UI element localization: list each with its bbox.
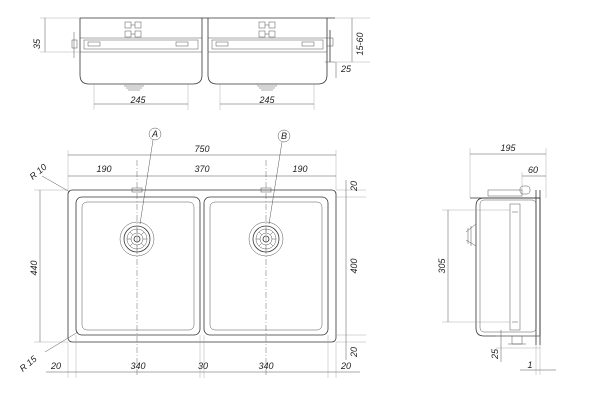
dim-340-right: 340 [258, 361, 273, 371]
left-bowl [75, 196, 201, 336]
plan-view: A B 750 190 370 190 440 R 10 R 15 400 20… [18, 127, 366, 378]
dim-20-bl: 20 [50, 361, 61, 371]
top-view: 35 15-60 25 245 245 [32, 17, 370, 110]
left-strainer-icon [123, 83, 145, 91]
dim-190-left: 190 [96, 164, 111, 174]
callout-b: B [281, 131, 287, 141]
dim-30: 30 [198, 361, 208, 371]
mounting-clamp-icon [325, 30, 335, 63]
dim-25-top: 25 [340, 64, 352, 74]
dim-r10: R 10 [28, 162, 49, 182]
callout-a: A [151, 129, 158, 139]
side-drain-icon [465, 223, 477, 247]
dim-440: 440 [29, 260, 39, 275]
side-tap-icon [487, 185, 531, 197]
right-strainer-icon [256, 83, 278, 91]
dim-r15: R 15 [18, 353, 40, 374]
dim-25-side: 25 [490, 348, 500, 360]
dim-195: 195 [500, 143, 516, 153]
dim-20-br: 20 [340, 361, 351, 371]
left-drain-valve-icon [124, 21, 142, 38]
dim-340-left: 340 [130, 361, 145, 371]
sink-outer-rim [67, 189, 337, 343]
dim-400: 400 [349, 258, 359, 273]
dim-20-top: 20 [349, 181, 359, 192]
side-view: 195 60 305 25 1 [437, 143, 556, 375]
right-drain-valve-icon [258, 21, 276, 38]
dim-245-left: 245 [129, 95, 146, 105]
dim-370: 370 [194, 164, 209, 174]
dim-15-60: 15-60 [355, 32, 365, 55]
dim-20-bottom: 20 [349, 347, 359, 358]
dim-60: 60 [528, 165, 538, 175]
side-body [475, 197, 541, 337]
side-waste-icon [508, 335, 526, 345]
dim-245-right: 245 [258, 95, 275, 105]
dim-190-right: 190 [292, 164, 307, 174]
dim-35: 35 [32, 38, 42, 49]
dim-750: 750 [194, 144, 209, 154]
right-bowl-outline [207, 18, 328, 85]
dim-1: 1 [527, 360, 532, 370]
dim-305: 305 [437, 258, 447, 274]
